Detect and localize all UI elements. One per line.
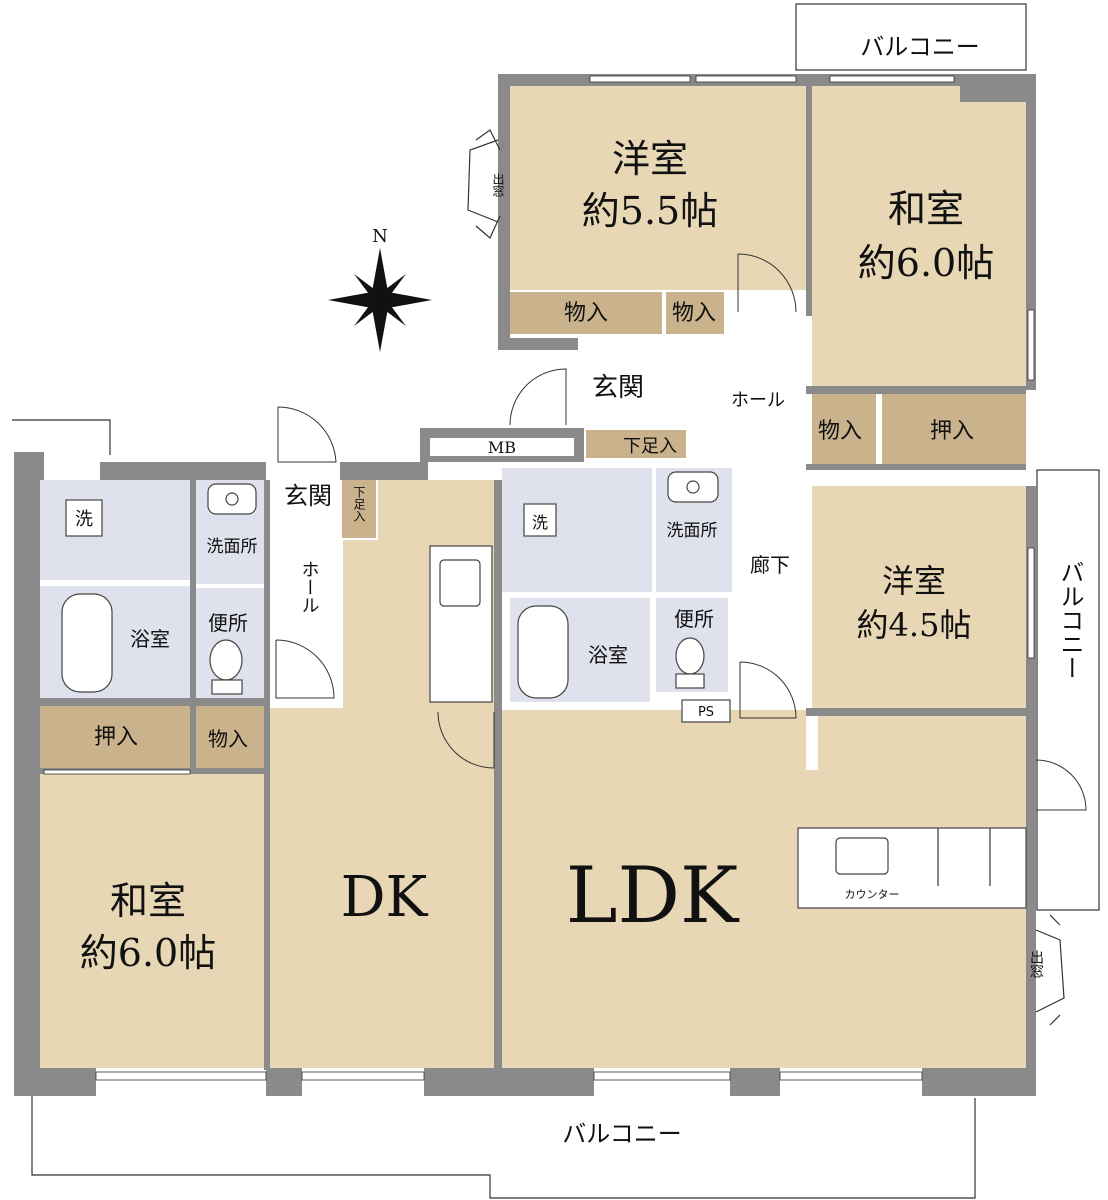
corridor-label: 廊下 <box>750 553 790 577</box>
washroom-right-label: 洗面所 <box>667 521 718 541</box>
toilet-right-label: 便所 <box>674 607 714 631</box>
storage-2-floor <box>666 292 724 334</box>
western-room-right-size: 約4.5帖 <box>857 606 972 644</box>
western-room-top-size: 約5.5帖 <box>582 189 718 233</box>
hall-left-label: ホール <box>299 560 320 614</box>
entrance-right-label: 玄関 <box>592 373 644 403</box>
japanese-room-top-size: 約6.0帖 <box>858 241 994 285</box>
closet-left-floor <box>40 706 190 768</box>
doors <box>275 253 1087 811</box>
balcony-bottom <box>31 1095 976 1199</box>
bay-window-top <box>467 129 501 239</box>
storage-4-label: 物入 <box>208 727 248 751</box>
compass-north-label: N <box>372 226 388 247</box>
storage-2-label: 物入 <box>672 301 716 326</box>
japanese-room-left-floor <box>40 772 264 1068</box>
japanese-room-left-name: 和室 <box>110 879 186 923</box>
north-compass-icon: N <box>328 226 432 352</box>
bath-right-label: 浴室 <box>588 643 628 667</box>
bay-window-right <box>1035 914 1065 1026</box>
bay-window-right-label: 出窓 <box>1028 950 1044 978</box>
bath-left-label: 浴室 <box>130 627 170 651</box>
western-room-top-floor <box>510 86 806 290</box>
balcony-right-label: バルコニー <box>1056 560 1084 680</box>
dk-label: DK <box>341 865 429 930</box>
japanese-room-left-size: 約6.0帖 <box>80 931 216 975</box>
counter-label: カウンター <box>845 888 900 901</box>
washer-left-label: 洗 <box>75 509 93 530</box>
ldk-floor <box>502 710 1026 1068</box>
storage-3-label: 物入 <box>818 419 862 444</box>
room-labels: 洋室 約5.5帖 和室 約6.0帖 洋室 約4.5帖 和室 約6.0帖 DK L… <box>80 137 994 975</box>
balcony-top-label: バルコニー <box>860 33 980 61</box>
shoe-storage-left-floor <box>342 480 376 538</box>
shoe-storage-left-label: 下足入 <box>352 486 366 522</box>
balcony-top <box>795 3 1027 71</box>
washer-right-label: 洗 <box>532 513 548 532</box>
japanese-room-top-floor <box>812 86 1026 386</box>
washroom-left-label: 洗面所 <box>207 537 258 557</box>
area-labels: バルコニー バルコニー バルコニー 出窓 出窓 物入 物入 物入 押入 押入 物… <box>75 33 1084 1148</box>
western-room-right-name: 洋室 <box>882 562 946 600</box>
storage-4-floor <box>196 706 264 768</box>
windows <box>43 75 1035 1081</box>
fixtures <box>61 471 1027 909</box>
mb-label: MB <box>488 438 516 457</box>
hall-right-label: ホール <box>731 390 785 411</box>
closet-right-floor <box>882 394 1026 464</box>
ps-label: PS <box>698 705 714 720</box>
balcony-upper-left <box>12 419 111 455</box>
japanese-room-top-name: 和室 <box>888 187 964 231</box>
entrance-left-label: 玄関 <box>284 482 332 510</box>
shoe-storage-right-floor <box>586 430 686 458</box>
storage-1-label: 物入 <box>564 301 608 326</box>
balcony-bottom-label: バルコニー <box>562 1120 682 1148</box>
toilet-left-label: 便所 <box>208 611 248 635</box>
balcony-right <box>1036 469 1100 911</box>
western-room-top-name: 洋室 <box>612 137 688 181</box>
storage-3-floor <box>812 394 876 464</box>
washer-left-area <box>40 480 190 580</box>
bay-window-top-label: 出窓 <box>491 173 505 197</box>
ldk-label: LDK <box>566 851 740 941</box>
storage-1-floor <box>510 292 662 334</box>
closet-left-label: 押入 <box>94 725 138 750</box>
shoe-storage-right-label: 下足入 <box>623 436 677 457</box>
western-room-right-floor <box>812 486 1026 708</box>
closet-right-label: 押入 <box>930 419 974 444</box>
